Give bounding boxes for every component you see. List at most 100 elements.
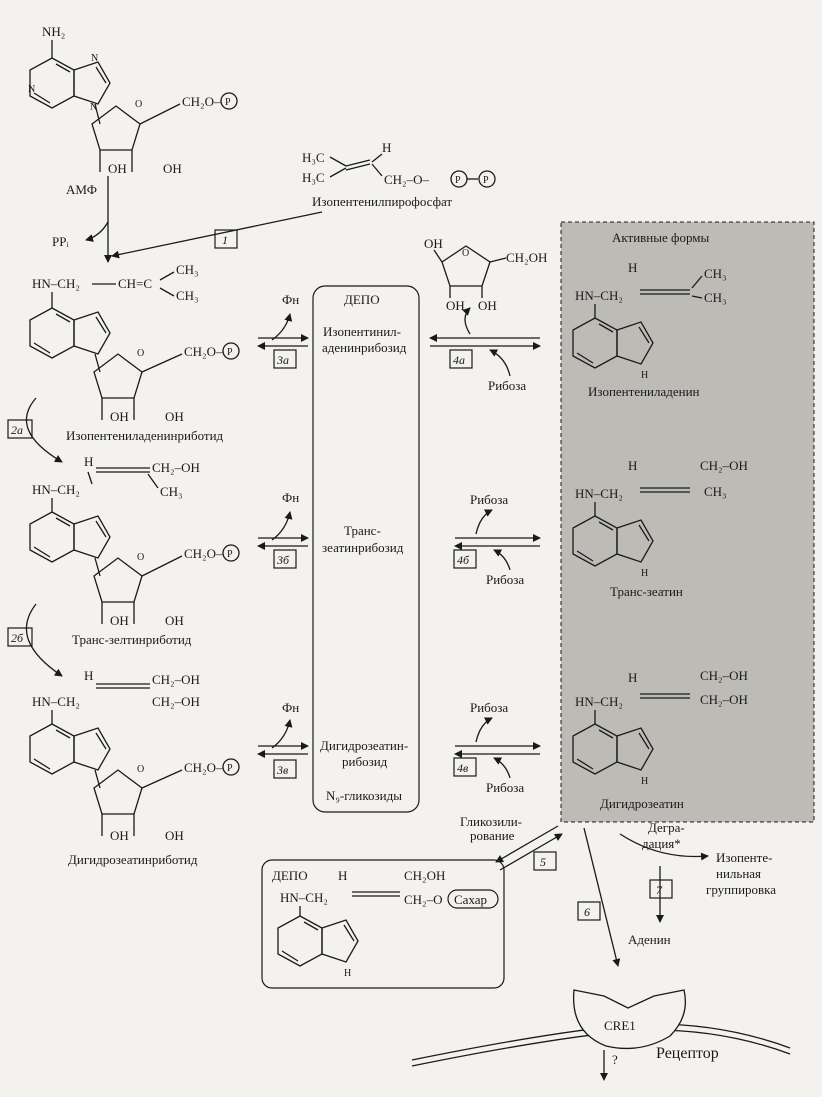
ch2oh-label: CH₂–OH	[152, 672, 200, 687]
ribose-label: Рибоза	[470, 700, 508, 715]
oh-label: OH	[165, 828, 184, 843]
hn-ch2-label: HN–CH₂	[32, 276, 80, 291]
oh-label: OH	[424, 236, 443, 251]
oh-label: OH	[108, 161, 127, 176]
ch3-label: CH₃	[160, 484, 183, 499]
svg-text:6: 6	[584, 905, 590, 919]
h-label: H	[628, 670, 637, 685]
o-atom: O	[462, 248, 469, 259]
h-label: H	[338, 868, 347, 883]
h-label: H	[84, 668, 93, 683]
hn-ch2-label: HN–CH₂	[32, 694, 80, 709]
ch3-label: CH₃	[704, 266, 727, 281]
question-mark: ?	[612, 1052, 618, 1067]
step-6-badge: 6	[577, 901, 601, 921]
oh-label: OH	[163, 161, 182, 176]
hn-ch2-label: HN–CH₂	[280, 890, 328, 905]
svg-text:5: 5	[540, 855, 546, 869]
ipp-name: Изопентенилпирофосфат	[312, 194, 452, 209]
step-4a-group: Рибоза 4а	[429, 307, 541, 393]
step-5-badge: 5	[533, 851, 557, 871]
o-atom: O	[135, 99, 142, 110]
phosphate-p: P	[483, 175, 489, 186]
active-dihydro-name: Дигидрозеатин	[600, 796, 684, 811]
n-atom: N	[91, 53, 98, 64]
svg-text:1: 1	[222, 233, 228, 247]
step-2a-badge: 2а	[7, 419, 33, 439]
step5-arrow-out	[495, 825, 559, 863]
ribose-structure: O OH CH₂–OH CH₂OH OH OH	[424, 236, 547, 313]
ch2o-label: CH₂–O–	[384, 172, 429, 187]
ch2oh-label: CH₂OH	[404, 868, 445, 883]
degradation-line2: дация*	[642, 836, 681, 851]
adenine-label: Аденин	[628, 932, 671, 947]
h3c-label: H₃C	[302, 170, 325, 185]
degradation-line1: Дегра-	[648, 820, 685, 835]
cre1-label: CRE1	[604, 1018, 636, 1033]
ch2oh-label: CH₂–OH	[152, 460, 200, 475]
step-4b-group: Рибоза Рибоза 4б	[453, 492, 541, 587]
depot-n9-label: N₉-гликозиды	[326, 788, 402, 803]
depot2-title: ДЕПО	[272, 868, 308, 883]
oh-label: OH	[165, 409, 184, 424]
dihydro-ribotide-name: Дигидрозеатинриботид	[68, 852, 198, 867]
svg-text:4в: 4в	[457, 761, 468, 775]
ch3-label: CH₃	[176, 262, 199, 277]
step-7-badge: 7	[649, 879, 673, 899]
h-label: H	[84, 454, 93, 469]
ppi-arrow	[85, 221, 109, 242]
o-atom: O	[137, 764, 144, 775]
n-atom: N	[28, 84, 35, 95]
phosphate-p: P	[227, 347, 233, 358]
svg-text:4б: 4б	[457, 553, 470, 567]
depot-iso-line2: аденинрибозид	[322, 340, 407, 355]
oh-label: OH	[478, 298, 497, 313]
step-2b-badge: 2б	[7, 627, 33, 647]
oh-label: OH	[446, 298, 465, 313]
oh-label: OH	[110, 828, 129, 843]
hn-ch2-label: HN–CH₂	[575, 486, 623, 501]
step5-arrow-in	[499, 833, 563, 871]
oh-label: OH	[165, 613, 184, 628]
o-atom: O	[137, 552, 144, 563]
svg-text:2б: 2б	[11, 631, 24, 645]
depot-box: ДЕПО Изопентинил- аденинрибозид Транс- з…	[312, 285, 420, 813]
depot-dihydro-line1: Дигидрозеатин-	[320, 738, 408, 753]
svg-text:3б: 3б	[276, 553, 290, 567]
active-trans-name: Транс-зеатин	[610, 584, 683, 599]
svg-text:7: 7	[656, 883, 663, 897]
ch2o-label: CH₂O–	[184, 546, 223, 561]
phosphate-p: P	[455, 175, 461, 186]
ch2o-label: CH₂O–	[184, 760, 223, 775]
ribose-label: Рибоза	[486, 572, 524, 587]
ch3-label: CH₃	[704, 290, 727, 305]
phi-label: Фн	[282, 490, 299, 505]
ribose-ch2oh: CH₂OH	[506, 250, 547, 265]
trans-ribotide-structure: H HN–CH₂ CH₂–OH CH₃ O OH OH CH₂O– P Тран…	[29, 454, 240, 647]
h-label: H	[628, 458, 637, 473]
step-3v-group: Фн 3в	[257, 700, 309, 779]
depot-trans-line1: Транс-	[344, 523, 381, 538]
depot-iso-line1: Изопентинил-	[323, 324, 401, 339]
phi-label: Фн	[282, 292, 299, 307]
phosphate-p: P	[227, 763, 233, 774]
phosphate-p: P	[225, 97, 231, 108]
depot-title: ДЕПО	[344, 292, 380, 307]
step-1-badge: 1	[214, 229, 238, 249]
svg-text:3а: 3а	[276, 353, 289, 367]
trans-ribotide-name: Транс-зелтинриботид	[72, 632, 192, 647]
ch2oh-label: CH₂–OH	[152, 694, 200, 709]
nh-ring-h: H	[641, 568, 648, 579]
iso-ribotide-structure: HN–CH₂ H CH=C CH₃ CH₃ O OH OH CH₂O– P Из…	[29, 262, 240, 443]
depot-glycoside-box: ДЕПО H HN–CH₂ CH₂OH CH₂–O Сахар H	[261, 859, 505, 989]
svg-text:3в: 3в	[276, 763, 288, 777]
ch-eq-c: CH=C	[118, 276, 152, 291]
ch3-label: CH₃	[176, 288, 199, 303]
ppi-label: PPᵢ	[52, 234, 69, 249]
ch2oh-label: CH₂–OH	[700, 668, 748, 683]
depot-dihydro-line2: рибозид	[342, 754, 388, 769]
step1-arrow	[111, 211, 323, 259]
degradation-arrow	[619, 833, 709, 861]
step-4v-group: Рибоза Рибоза 4в	[453, 700, 541, 795]
